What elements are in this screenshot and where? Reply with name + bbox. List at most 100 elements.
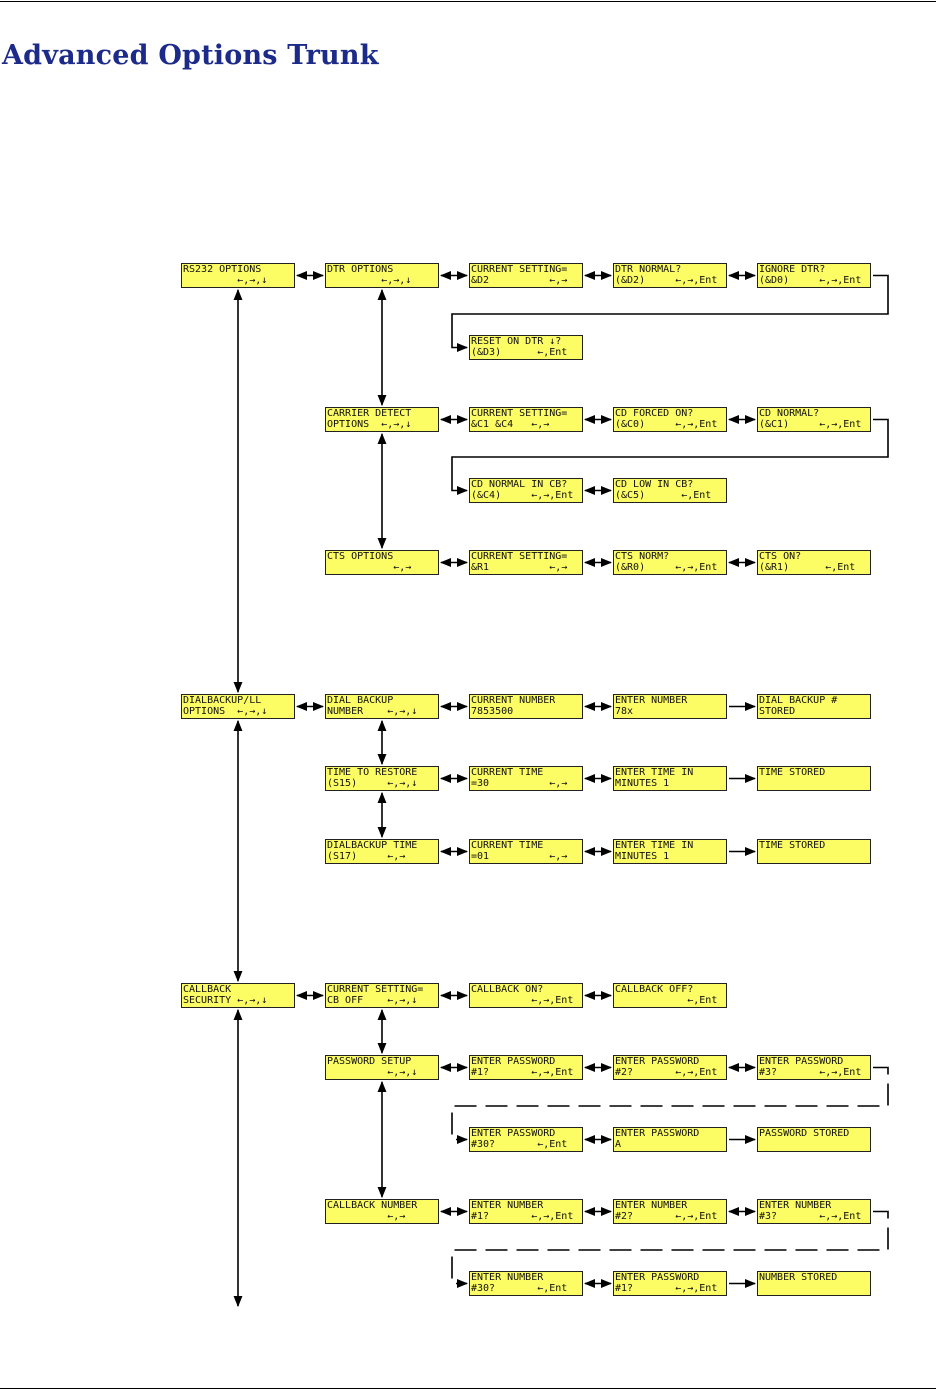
lcd-box-pw2: ENTER PASSWORD#2? ←,→,Ent xyxy=(613,1055,727,1080)
lcd-line-1: TIME STORED xyxy=(759,767,826,778)
lcd-line-1: DTR NORMAL? xyxy=(615,264,682,275)
lcd-box-ttr-stored: TIME STORED xyxy=(757,766,871,791)
lcd-line-1: CURRENT SETTING= xyxy=(471,264,568,275)
lcd-box-dtr-cur: CURRENT SETTING=&D2 ←,→ xyxy=(469,263,583,288)
lcd-line-2: #1? ←,→,Ent xyxy=(615,1282,718,1294)
lcd-line-1: ENTER PASSWORD xyxy=(615,1128,700,1139)
lcd-line-2: &C1 &C4 ←,→ xyxy=(471,418,550,430)
lcd-line-1: DIALBACKUP/LL xyxy=(183,695,262,706)
lcd-line-1: CD NORMAL? xyxy=(759,408,820,419)
lcd-line-2: #30? ←,Ent xyxy=(471,1138,568,1150)
lcd-box-pw1: ENTER PASSWORD#1? ←,→,Ent xyxy=(469,1055,583,1080)
lcd-box-pw3: ENTER PASSWORD#3? ←,→,Ent xyxy=(757,1055,871,1080)
lcd-line-2: 78x xyxy=(615,705,634,717)
lcd-line-2: &R1 ←,→ xyxy=(471,561,568,573)
lcd-line-1: NUMBER STORED xyxy=(759,1272,838,1283)
lcd-line-2: =01 ←,→ xyxy=(471,850,568,862)
lcd-line-2: #3? ←,→,Ent xyxy=(759,1066,862,1078)
lcd-box-cd-forced: CD FORCED ON?(&C0) ←,→,Ent xyxy=(613,407,727,432)
lcd-box-dial-stored: DIAL BACKUP #STORED xyxy=(757,694,871,719)
lcd-line-2: (&D3) ←,Ent xyxy=(471,346,568,358)
lcd-box-cbn: CALLBACK NUMBER ←,→ xyxy=(325,1199,439,1224)
lcd-box-dbt-stored: TIME STORED xyxy=(757,839,871,864)
wrap-cd-normal-cb xyxy=(451,418,889,495)
lcd-line-1: ENTER PASSWORD xyxy=(615,1056,700,1067)
lcd-line-2: ←,Ent xyxy=(615,994,718,1006)
lcd-line-2: 7853500 xyxy=(471,705,514,717)
lcd-line-2: STORED xyxy=(759,705,796,717)
lcd-box-ttr-cur: CURRENT TIME=30 ←,→ xyxy=(469,766,583,791)
lcd-line-2: (&C0) ←,→,Ent xyxy=(615,418,718,430)
lcd-box-dtr-normal: DTR NORMAL?(&D2) ←,→,Ent xyxy=(613,263,727,288)
lcd-line-2: A xyxy=(615,1138,622,1150)
lcd-line-1: PASSWORD STORED xyxy=(759,1128,850,1139)
lcd-line-1: ENTER PASSWORD xyxy=(471,1056,556,1067)
lcd-line-1: ENTER NUMBER xyxy=(615,1200,688,1211)
lcd-box-cb-cur: CURRENT SETTING=CB OFF ←,→,↓ xyxy=(325,983,439,1008)
lcd-line-1: DIAL BACKUP # xyxy=(759,695,838,706)
lcd-box-cts: CTS OPTIONS ←,→ xyxy=(325,550,439,575)
bottom-rule xyxy=(0,1388,936,1389)
lcd-box-dtr: DTR OPTIONS ←,→,↓ xyxy=(325,263,439,288)
lcd-line-2: #1? ←,→,Ent xyxy=(471,1066,574,1078)
lcd-line-1: CURRENT NUMBER xyxy=(471,695,556,706)
lcd-box-pw30: ENTER PASSWORD#30? ←,Ent xyxy=(469,1127,583,1152)
lcd-line-1: CARRIER DETECT xyxy=(327,408,412,419)
lcd-line-2: (&R0) ←,→,Ent xyxy=(615,561,718,573)
lcd-box-cd-normal-cb: CD NORMAL IN CB?(&C4) ←,→,Ent xyxy=(469,478,583,503)
lcd-line-1: RESET ON DTR ↓? xyxy=(471,336,562,347)
lcd-box-ignore-dtr: IGNORE DTR?(&D0) ←,→,Ent xyxy=(757,263,871,288)
lcd-box-num30: ENTER NUMBER#30? ←,Ent xyxy=(469,1271,583,1296)
lcd-line-2: NUMBER ←,→,↓ xyxy=(327,705,418,717)
lcd-line-2: (S17) ←,→ xyxy=(327,850,406,862)
lcd-line-1: PASSWORD SETUP xyxy=(327,1056,412,1067)
lcd-line-2: (&D0) ←,→,Ent xyxy=(759,274,862,286)
lcd-line-2: #1? ←,→,Ent xyxy=(471,1210,574,1222)
lcd-line-1: CD NORMAL IN CB? xyxy=(471,479,568,490)
top-rule xyxy=(0,1,936,2)
lcd-line-2: ←,→,↓ xyxy=(327,274,412,286)
lcd-line-1: ENTER PASSWORD xyxy=(471,1128,556,1139)
lcd-line-1: DTR OPTIONS xyxy=(327,264,394,275)
lcd-line-2: SECURITY ←,→,↓ xyxy=(183,994,268,1006)
lcd-line-1: CD FORCED ON? xyxy=(615,408,694,419)
lcd-line-1: CTS ON? xyxy=(759,551,802,562)
lcd-box-num2: ENTER NUMBER#2? ←,→,Ent xyxy=(613,1199,727,1224)
wrap-num3-num30 xyxy=(451,1210,889,1288)
lcd-line-1: CALLBACK OFF? xyxy=(615,984,694,995)
lcd-box-cts-norm: CTS NORM?(&R0) ←,→,Ent xyxy=(613,550,727,575)
lcd-box-cd-normal: CD NORMAL?(&C1) ←,→,Ent xyxy=(757,407,871,432)
lcd-line-2: &D2 ←,→ xyxy=(471,274,568,286)
lcd-line-2: (S15) ←,→,↓ xyxy=(327,777,418,789)
lcd-line-1: RS232 OPTIONS xyxy=(183,264,262,275)
lcd-line-2: CB OFF ←,→,↓ xyxy=(327,994,418,1006)
lcd-line-1: TIME TO RESTORE xyxy=(327,767,418,778)
lcd-box-num3: ENTER NUMBER#3? ←,→,Ent xyxy=(757,1199,871,1224)
lcd-line-1: CURRENT TIME xyxy=(471,840,544,851)
lcd-box-reset-dtr: RESET ON DTR ↓?(&D3) ←,Ent xyxy=(469,335,583,360)
lcd-line-2: ←,→,Ent xyxy=(471,994,574,1006)
lcd-box-pw-setup: PASSWORD SETUP ←,→,↓ xyxy=(325,1055,439,1080)
lcd-line-2: #2? ←,→,Ent xyxy=(615,1066,718,1078)
lcd-box-dbt: DIALBACKUP TIME(S17) ←,→ xyxy=(325,839,439,864)
lcd-line-1: CTS OPTIONS xyxy=(327,551,394,562)
lcd-line-2: OPTIONS ←,→,↓ xyxy=(327,418,412,430)
lcd-line-2: (&R1) ←,Ent xyxy=(759,561,856,573)
lcd-line-1: ENTER TIME IN xyxy=(615,767,694,778)
wrap-ignore-dtr-reset xyxy=(451,274,889,352)
lcd-line-2: MINUTES 1 xyxy=(615,850,670,862)
lcd-line-2: ←,→ xyxy=(327,561,412,573)
lcd-line-1: ENTER PASSWORD xyxy=(759,1056,844,1067)
lcd-box-cd-low-cb: CD LOW IN CB?(&C5) ←,Ent xyxy=(613,478,727,503)
lcd-line-1: CURRENT SETTING= xyxy=(471,551,568,562)
lcd-line-1: CALLBACK xyxy=(183,984,232,995)
lcd-box-cts-on: CTS ON?(&R1) ←,Ent xyxy=(757,550,871,575)
lcd-line-1: CALLBACK ON? xyxy=(471,984,544,995)
lcd-line-1: CURRENT TIME xyxy=(471,767,544,778)
